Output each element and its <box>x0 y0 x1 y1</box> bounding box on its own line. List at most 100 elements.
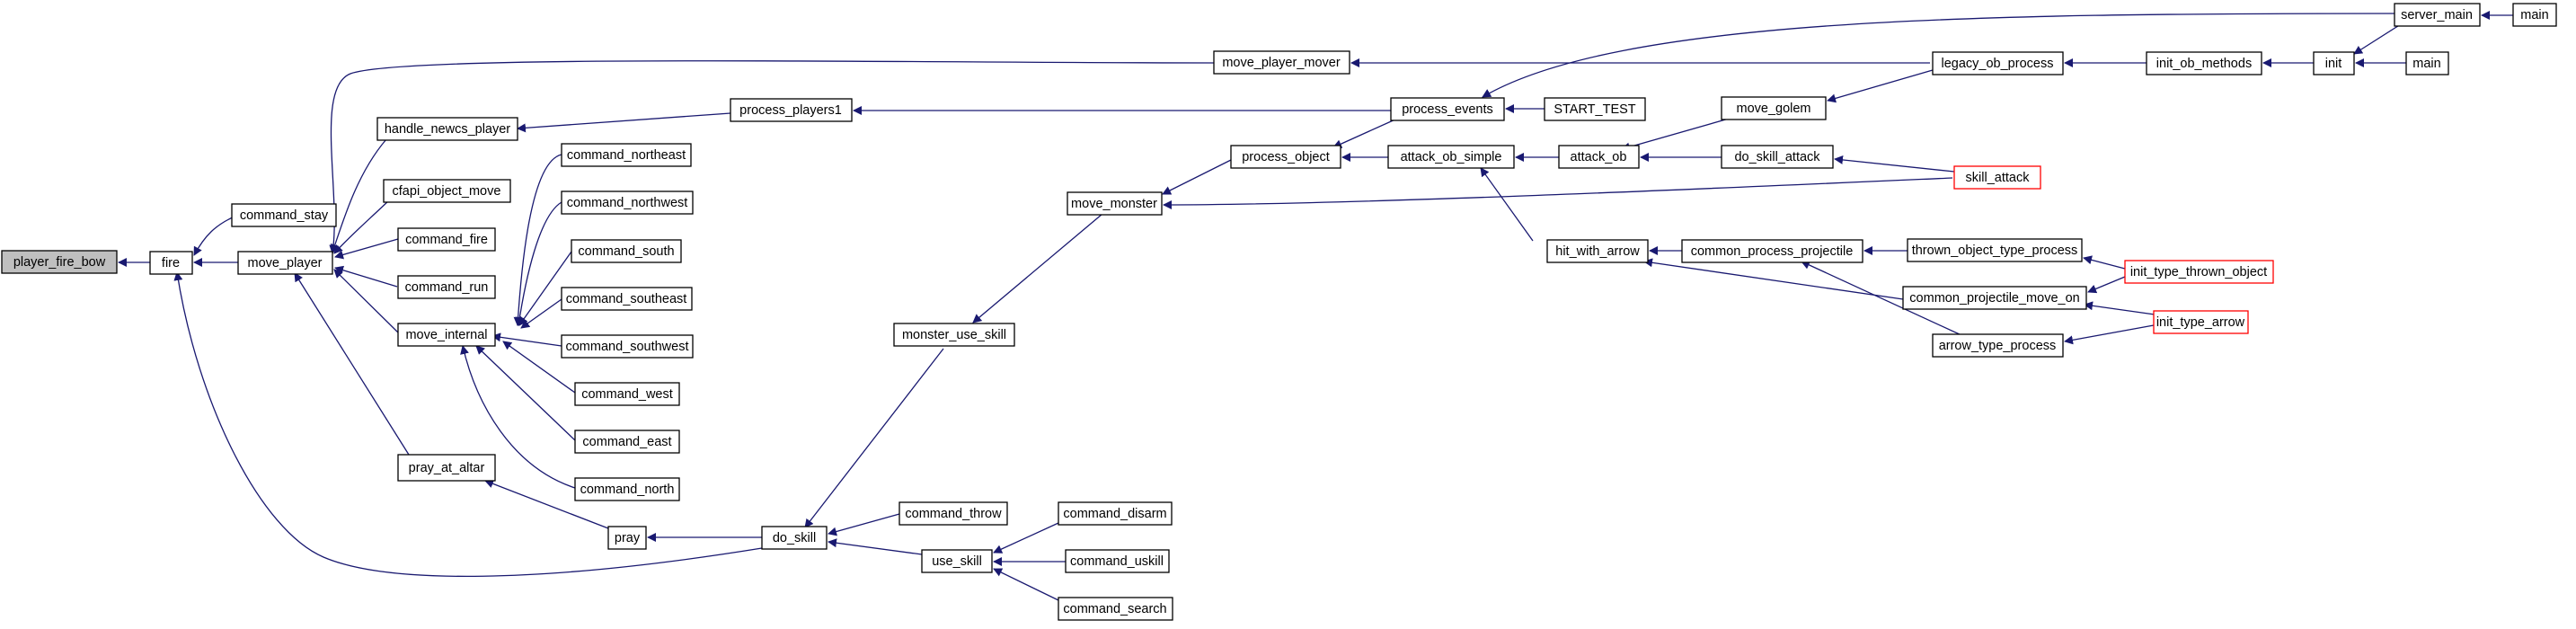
node-main-bottom[interactable]: main <box>2405 51 2449 75</box>
node-label: pray_at_altar <box>409 461 485 475</box>
node-move_golem[interactable]: move_golem <box>1721 96 1827 120</box>
node-command_south[interactable]: command_south <box>571 239 682 263</box>
node-move_monster[interactable]: move_monster <box>1067 191 1163 216</box>
node-arrow_type_process[interactable]: arrow_type_process <box>1932 333 2064 358</box>
node-command_run[interactable]: command_run <box>397 275 496 299</box>
node-command_search[interactable]: command_search <box>1058 597 1173 621</box>
node-box <box>2146 51 2262 75</box>
node-box <box>1902 286 2087 310</box>
node-init[interactable]: init <box>2313 51 2355 75</box>
edge-move_golem-to-attack_ob <box>1621 116 1736 152</box>
node-move_player[interactable]: move_player <box>237 251 333 275</box>
node-box <box>561 190 694 215</box>
edge-init_type_arrow-to-arrow_type_process <box>2064 324 2155 345</box>
node-box <box>2313 51 2355 75</box>
node-use_skill[interactable]: use_skill <box>921 549 993 573</box>
node-command_fire[interactable]: command_fire <box>397 227 496 252</box>
node-fire[interactable]: fire <box>149 251 193 275</box>
edge-command_northeast-to-move_internal <box>513 154 562 326</box>
edge-handle_newcs_player-to-move_player <box>331 138 387 253</box>
node-command_west[interactable]: command_west <box>574 382 680 406</box>
edge-skill_attack-to-move_monster <box>1163 177 1953 209</box>
edge-command_north-to-move_internal <box>460 345 576 489</box>
node-init_type_arrow[interactable]: init_type_arrow <box>2153 310 2249 334</box>
node-command_throw[interactable]: command_throw <box>899 501 1008 526</box>
node-label: init_ob_methods <box>2156 57 2252 71</box>
node-hit_with_arrow[interactable]: hit_with_arrow <box>1546 239 1649 263</box>
node-box-highlight <box>1 250 118 274</box>
node-move_player_mover[interactable]: move_player_mover <box>1213 50 1350 75</box>
node-label: command_west <box>581 387 673 402</box>
node-do_skill_attack[interactable]: do_skill_attack <box>1721 145 1834 169</box>
edge-do_skill-to-fire <box>173 271 763 578</box>
node-label: command_fire <box>405 233 488 247</box>
node-box <box>237 251 333 275</box>
edge-command_southeast-to-move_internal <box>520 298 562 329</box>
node-thrown_object_type_process[interactable]: thrown_object_type_process <box>1907 238 2083 262</box>
edge-skill_attack-to-do_skill_attack <box>1834 155 1955 173</box>
node-command_east[interactable]: command_east <box>574 430 680 454</box>
node-init_type_thrown_object[interactable]: init_type_thrown_object <box>2124 260 2274 284</box>
node-common_projectile_move_on[interactable]: common_projectile_move_on <box>1902 286 2087 310</box>
node-server_main[interactable]: server_main <box>2394 3 2481 27</box>
edge-init_type_thrown_object-to-thrown_object_type_process <box>2083 255 2126 270</box>
node-attack_ob[interactable]: attack_ob <box>1558 145 1640 169</box>
node-label: command_north <box>580 483 675 497</box>
node-label: process_events <box>1402 102 1493 117</box>
edge-cfapi_object_move-to-move_player <box>333 199 391 254</box>
node-label: cfapi_object_move <box>393 184 501 199</box>
node-label: monster_use_skill <box>902 328 1006 342</box>
edge-command_stay-to-fire <box>193 215 237 256</box>
node-command_stay[interactable]: command_stay <box>231 203 337 227</box>
node-label: command_disarm <box>1063 507 1166 521</box>
node-common_process_projectile[interactable]: common_process_projectile <box>1681 239 1863 263</box>
node-process_players1[interactable]: process_players1 <box>730 98 853 122</box>
nodes: player_fire_bow fire command_stay move_p… <box>1 3 2557 621</box>
node-command_northeast[interactable]: command_northeast <box>561 143 692 167</box>
node-label: init_type_arrow <box>2156 315 2245 330</box>
node-command_disarm[interactable]: command_disarm <box>1058 501 1173 526</box>
node-process_events[interactable]: process_events <box>1390 97 1505 121</box>
node-command_north[interactable]: command_north <box>574 477 680 501</box>
node-box <box>376 117 518 141</box>
node-label: move_internal <box>405 328 487 342</box>
node-label: command_east <box>582 435 671 449</box>
node-box <box>397 454 496 482</box>
edge-common_projectile_move_on-to-hit_with_arrow <box>1643 258 1904 300</box>
node-label: main <box>2412 57 2440 71</box>
edges <box>118 11 2513 601</box>
node-pray_at_altar[interactable]: pray_at_altar <box>397 454 496 482</box>
node-box <box>561 143 692 167</box>
node-attack_ob_simple[interactable]: attack_ob_simple <box>1387 145 1515 169</box>
edge-command_search-to-use_skill <box>993 568 1059 601</box>
node-init_ob_methods[interactable]: init_ob_methods <box>2146 51 2262 75</box>
node-command_southwest[interactable]: command_southwest <box>561 334 694 359</box>
node-command_uskill[interactable]: command_uskill <box>1065 549 1170 573</box>
node-command_northwest[interactable]: command_northwest <box>561 190 694 215</box>
node-box <box>1681 239 1863 263</box>
node-main-top[interactable]: main <box>2512 3 2557 27</box>
node-box <box>2512 3 2557 27</box>
node-do_skill[interactable]: do_skill <box>761 526 828 550</box>
node-box <box>561 334 694 359</box>
node-skill_attack[interactable]: skill_attack <box>1953 165 2041 190</box>
node-player_fire_bow[interactable]: player_fire_bow <box>1 250 118 274</box>
node-handle_newcs_player[interactable]: handle_newcs_player <box>376 117 518 141</box>
node-cfapi_object_move[interactable]: cfapi_object_move <box>383 179 511 203</box>
node-START_TEST[interactable]: START_TEST <box>1544 97 1646 121</box>
node-legacy_ob_process[interactable]: legacy_ob_process <box>1932 51 2064 75</box>
edge-process_players1-to-handle_newcs_player <box>517 112 731 133</box>
node-command_southeast[interactable]: command_southeast <box>561 287 693 311</box>
node-process_object[interactable]: process_object <box>1230 145 1341 169</box>
node-pray[interactable]: pray <box>607 526 647 550</box>
node-label: common_process_projectile <box>1691 244 1854 259</box>
edge-command_south-to-move_internal <box>518 251 572 326</box>
node-monster_use_skill[interactable]: monster_use_skill <box>893 323 1015 347</box>
node-label: command_search <box>1063 602 1166 616</box>
node-label: process_players1 <box>739 103 842 118</box>
node-box-truncated <box>2124 260 2274 284</box>
node-move_internal[interactable]: move_internal <box>397 323 496 347</box>
node-label: attack_ob <box>1571 150 1627 164</box>
node-box <box>1558 145 1640 169</box>
